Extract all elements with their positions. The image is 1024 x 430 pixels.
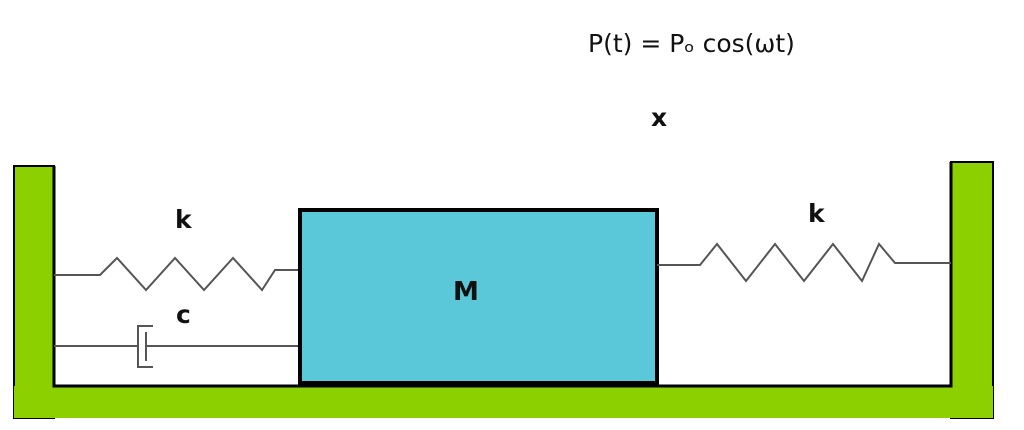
damper-label: c <box>176 300 191 329</box>
mass-label: M <box>453 277 479 307</box>
left-wall <box>13 165 55 419</box>
left-spring <box>54 256 300 292</box>
right-spring <box>657 242 951 283</box>
displacement-label: x <box>651 103 667 132</box>
frame <box>13 161 994 419</box>
left-spring-label: k <box>175 205 193 234</box>
force-label: P(t) = Pₒ cos(ωt) <box>588 29 795 58</box>
damper <box>54 325 300 368</box>
base-floor <box>14 386 993 418</box>
right-wall <box>950 161 994 419</box>
right-spring-label: k <box>808 199 826 228</box>
mass-block <box>298 208 659 385</box>
